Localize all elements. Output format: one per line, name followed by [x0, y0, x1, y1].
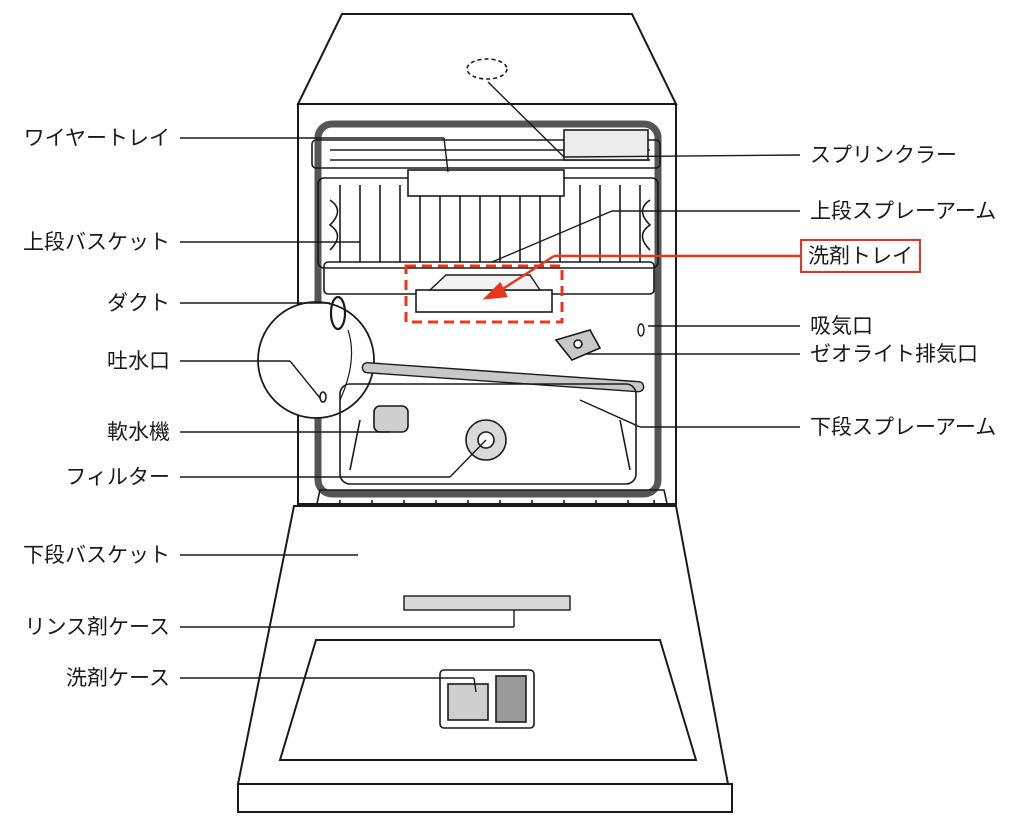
right-leader-lines	[487, 81, 801, 428]
door-drawing	[236, 505, 733, 813]
label-wire-tray: ワイヤートレイ	[23, 126, 170, 150]
label-upper-spray-arm: 上段スプレーアーム	[810, 199, 997, 223]
detergent-case-drawing	[439, 669, 535, 729]
highlight-arrow-icon	[482, 254, 800, 300]
label-filter: フィルター	[65, 465, 170, 489]
sprinkler-icon	[466, 58, 508, 80]
label-sprinkler: スプリンクラー	[810, 143, 957, 167]
magnifier-circle-icon	[257, 295, 375, 419]
label-lower-spray-arm: 下段スプレーアーム	[810, 415, 997, 439]
label-detergent-tray: 洗剤トレイ	[800, 239, 921, 273]
left-leader-lines	[180, 137, 515, 693]
label-lower-basket: 下段バスケット	[23, 543, 170, 567]
label-water-outlet: 吐水口	[107, 349, 170, 373]
label-rinse-aid-case: リンス剤ケース	[24, 615, 170, 639]
detergent-tray-highlight-box	[404, 264, 564, 324]
label-detergent-case: 洗剤ケース	[66, 666, 170, 690]
label-zeolite-exhaust: ゼオライト排気口	[810, 342, 978, 366]
zeolite-vent-drawing	[554, 329, 602, 361]
wire-tray-panel	[407, 169, 565, 197]
upper-basket-drawing	[311, 129, 661, 295]
label-water-softener: 軟水機	[107, 420, 170, 444]
detergent-tray-panel	[415, 289, 553, 313]
label-duct: ダクト	[107, 291, 170, 315]
label-upper-basket: 上段バスケット	[23, 230, 170, 254]
air-intake-icon	[637, 323, 645, 337]
detergent-tray-lid	[428, 274, 542, 291]
label-air-intake: 吸気口	[810, 314, 873, 338]
